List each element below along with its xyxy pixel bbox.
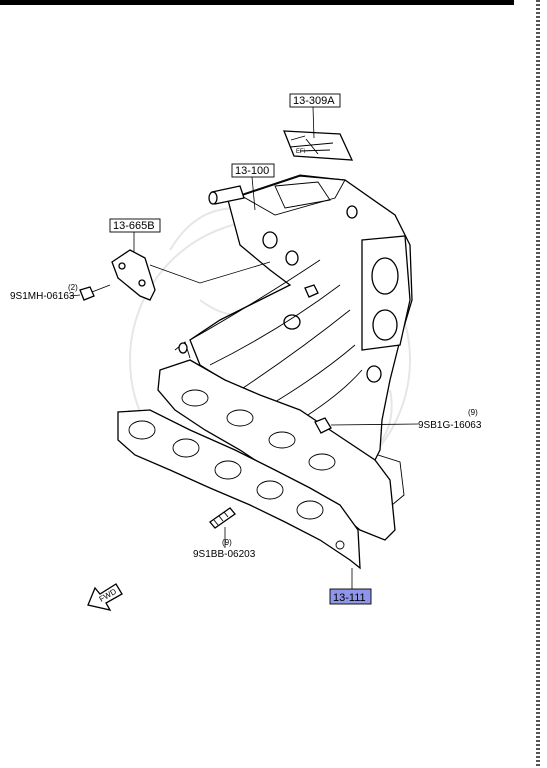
stud-qty: (9) (222, 538, 232, 547)
emblem-part[interactable]: EFi (283, 130, 354, 161)
bracket-link-leader (149, 261, 271, 284)
manifold-small-nut (304, 284, 319, 298)
stud-part-code[interactable]: 9S1BB-06203 (193, 549, 256, 560)
bracket-part[interactable] (111, 249, 156, 301)
top-border-bar (0, 0, 514, 5)
bolt-leader (69, 294, 81, 297)
manifold-part-code[interactable]: 13-100 (235, 165, 269, 177)
nut-leader (330, 423, 419, 426)
bolt-fastener[interactable] (79, 284, 111, 301)
emblem-leader (312, 106, 315, 139)
intake-manifold[interactable] (157, 174, 413, 541)
nut-fastener[interactable] (314, 417, 332, 434)
emblem-label-box (289, 93, 341, 108)
manifold-leader (251, 176, 256, 211)
bracket-label-box (109, 218, 161, 233)
gasket-label-highlight (329, 588, 372, 605)
bolt-qty: (2) (68, 283, 78, 292)
stud-fastener[interactable] (209, 507, 236, 529)
nut-part-code[interactable]: 9SB1G-16063 (418, 420, 482, 431)
manifold-label-box (231, 163, 275, 178)
emblem-lettering: EFi (296, 149, 305, 155)
nut-qty: (9) (468, 408, 478, 417)
gasket-part-code[interactable]: 13-111 (333, 592, 366, 604)
emblem-part-code[interactable]: 13-309A (293, 95, 335, 107)
bracket-part-code[interactable]: 13-665B (113, 220, 155, 232)
gasket-part[interactable] (117, 409, 361, 570)
fwd-direction-arrow: FWD (87, 583, 123, 611)
bolt-part-code[interactable]: 9S1MH-06163 (10, 291, 75, 302)
